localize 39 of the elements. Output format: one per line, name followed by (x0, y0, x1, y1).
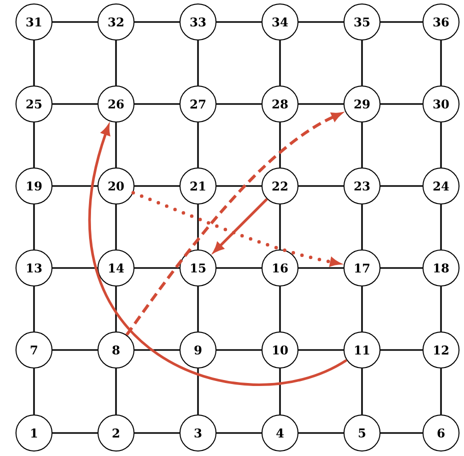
connector-line (440, 204, 442, 250)
connector-line (380, 349, 422, 351)
connector-line (216, 432, 262, 434)
connector-line (52, 103, 98, 105)
connector-line (380, 185, 422, 187)
connector-line (380, 103, 422, 105)
connector-line (134, 21, 180, 23)
connector-line (52, 432, 98, 434)
connector-line (298, 103, 344, 105)
connector-line (134, 103, 180, 105)
connector-line (361, 122, 363, 168)
connector-line (298, 21, 344, 23)
connector-line (361, 40, 363, 86)
connector-line (361, 286, 363, 332)
connector-line (197, 40, 199, 86)
connector-line (380, 21, 422, 23)
connector-line (380, 267, 422, 269)
connector-line (440, 122, 442, 168)
connector-line (134, 432, 180, 434)
connector-line (33, 40, 35, 86)
connector-line (440, 40, 442, 86)
connector-line (440, 286, 442, 332)
connector-line (52, 267, 98, 269)
connector-line (33, 204, 35, 250)
connector-line (440, 368, 442, 414)
connector-line (216, 103, 262, 105)
connector-line (115, 40, 117, 86)
connector-line (33, 368, 35, 414)
connector-line (361, 368, 363, 414)
connector-line (298, 432, 344, 434)
connector-line (52, 349, 98, 351)
connector-line (52, 185, 98, 187)
connector-line (33, 122, 35, 168)
connector-line (361, 204, 363, 250)
connector-line (279, 40, 281, 86)
connector-line (52, 21, 98, 23)
connector-line (380, 432, 422, 434)
connector-line (216, 21, 262, 23)
connector-line (33, 286, 35, 332)
